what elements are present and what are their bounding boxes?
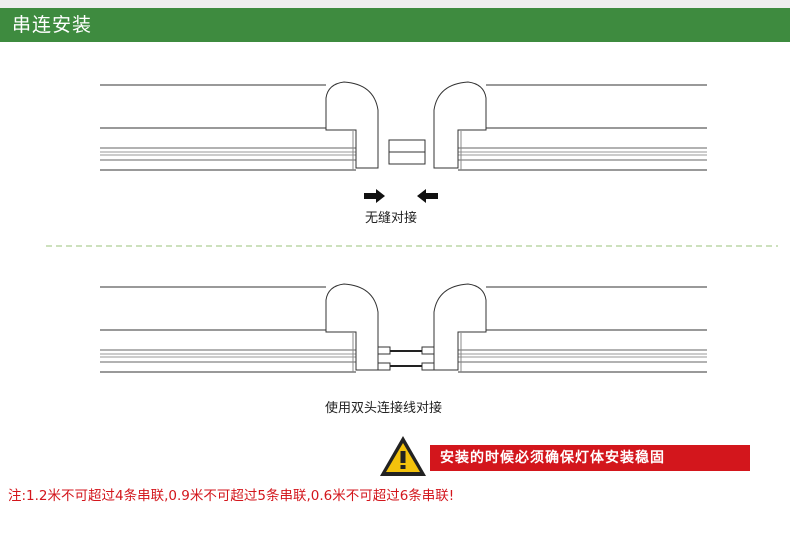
top-right-tube: [458, 84, 707, 171]
arrow-left-icon: [417, 189, 438, 203]
warning-banner: 安装的时候必须确保灯体安装稳固: [378, 434, 750, 478]
warning-triangle-icon: [380, 436, 426, 476]
section-title: 串连安装: [12, 14, 93, 36]
top-strip: [0, 0, 790, 8]
bottom-left-tube: [100, 286, 356, 373]
top-left-tube: [100, 84, 356, 171]
caption-seamless: 无缝对接: [365, 211, 418, 226]
section-header: 串连安装: [0, 8, 790, 42]
series-limit-note: 注:1.2米不可超过4条串联,0.9米不可超过5条串联,0.6米不可超过6条串联…: [8, 488, 455, 504]
top-left-endcap: [325, 81, 379, 169]
caption-double-head: 使用双头连接线对接: [325, 401, 443, 416]
double-head-connector-cable: [377, 346, 435, 371]
arrow-right-icon: [364, 189, 385, 203]
bottom-right-tube: [458, 286, 707, 373]
top-right-endcap: [433, 81, 487, 169]
installation-diagram: [46, 81, 778, 373]
warning-text: 安装的时候必须确保灯体安装稳固: [430, 445, 750, 471]
